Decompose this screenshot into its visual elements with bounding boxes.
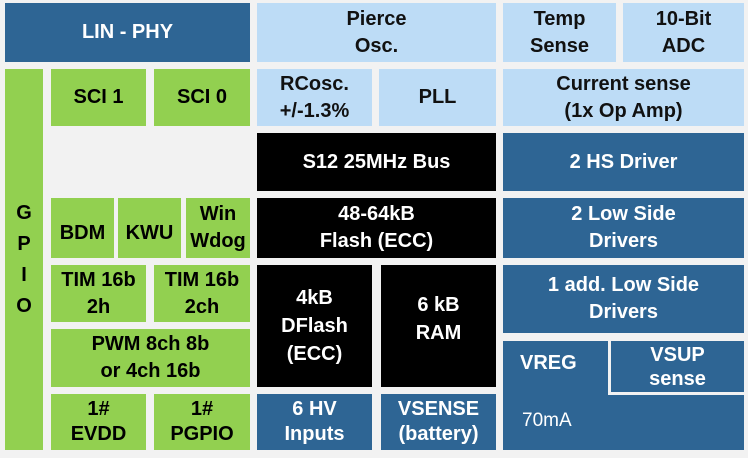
label: 6 HV — [292, 398, 337, 420]
label: EVDD — [70, 423, 127, 445]
label: (ECC) — [286, 343, 343, 365]
label: P — [17, 232, 31, 255]
label: LIN - PHY — [81, 21, 174, 43]
label: PWM 8ch 8b — [91, 333, 210, 355]
label: SCI 1 — [73, 86, 124, 108]
vsense-block: VSENSE (battery) — [381, 394, 496, 450]
tim-2h-block: TIM 16b 2h — [51, 265, 146, 322]
label: sense — [649, 367, 706, 390]
label: RAM — [415, 322, 462, 344]
label: VSUP — [650, 343, 705, 366]
ram-block: 6 kB RAM — [381, 265, 496, 387]
label: BDM — [59, 221, 106, 244]
vreg-current-label: 70mA — [522, 410, 572, 431]
label: Win — [199, 203, 237, 225]
label: TIM 16b — [61, 268, 136, 291]
label: Inputs — [284, 423, 345, 445]
tim-2ch-block: TIM 16b 2ch — [154, 265, 250, 322]
vreg-label: VREG — [520, 352, 577, 374]
current-sense-block: Current sense (1x Op Amp) — [503, 69, 744, 126]
label: (1x Op Amp) — [564, 99, 683, 122]
label: Temp — [533, 7, 586, 30]
hs-driver-block: 2 HS Driver — [503, 133, 744, 191]
label: Drivers — [589, 230, 658, 252]
sci0-block: SCI 0 — [154, 69, 250, 126]
label: +/-1.3% — [279, 99, 350, 122]
sci1-block: SCI 1 — [51, 69, 146, 126]
pwm-block: PWM 8ch 8b or 4ch 16b — [51, 329, 250, 387]
dflash-block: 4kB DFlash (ECC) — [257, 265, 372, 387]
rcosc-block: RCosc. +/-1.3% — [257, 69, 372, 126]
label: Current sense — [556, 72, 691, 95]
lin-phy-block: LIN - PHY — [5, 3, 250, 62]
evdd-block: 1# EVDD — [51, 394, 146, 450]
label: ADC — [661, 34, 706, 57]
label: DFlash — [281, 315, 348, 337]
label: RCosc. — [280, 72, 349, 95]
label: S12 25MHz Bus — [302, 150, 451, 173]
label: Osc. — [354, 34, 399, 57]
label: I — [21, 263, 27, 286]
label: Sense — [530, 34, 589, 57]
label: 48-64kB — [338, 203, 415, 225]
label: 4kB — [296, 287, 333, 309]
label: 6 kB — [417, 294, 460, 316]
label: or 4ch 16b — [100, 360, 201, 382]
label: 10-Bit — [655, 7, 712, 30]
bdm-block: BDM — [51, 198, 114, 258]
kwu-block: KWU — [118, 198, 181, 258]
pgpio-block: 1# PGPIO — [154, 394, 250, 450]
label: 2h — [86, 295, 111, 318]
label: 2 Low Side — [571, 203, 676, 225]
pll-block: PLL — [379, 69, 496, 126]
bus-block: S12 25MHz Bus — [257, 133, 496, 191]
label: 1 add. Low Side — [547, 274, 700, 296]
label: O — [16, 294, 32, 317]
label: KWU — [125, 221, 174, 244]
label: 2 HS Driver — [569, 150, 678, 173]
label: SCI 0 — [176, 86, 228, 108]
label: G — [16, 201, 32, 224]
label: Wdog — [190, 230, 246, 252]
label: VSENSE — [397, 398, 480, 420]
label: 1# — [87, 398, 110, 420]
label: TIM 16b — [164, 268, 240, 291]
hv-inputs-block: 6 HV Inputs — [257, 394, 372, 450]
label: Drivers — [589, 301, 658, 323]
label: (battery) — [398, 423, 479, 445]
flash-block: 48-64kB Flash (ECC) — [257, 198, 496, 258]
label: Flash (ECC) — [319, 230, 434, 252]
label: Pierce — [346, 7, 407, 30]
label: PGPIO — [170, 423, 234, 445]
label: PLL — [418, 86, 457, 108]
label: 2ch — [184, 295, 220, 318]
label: 1# — [190, 398, 214, 420]
